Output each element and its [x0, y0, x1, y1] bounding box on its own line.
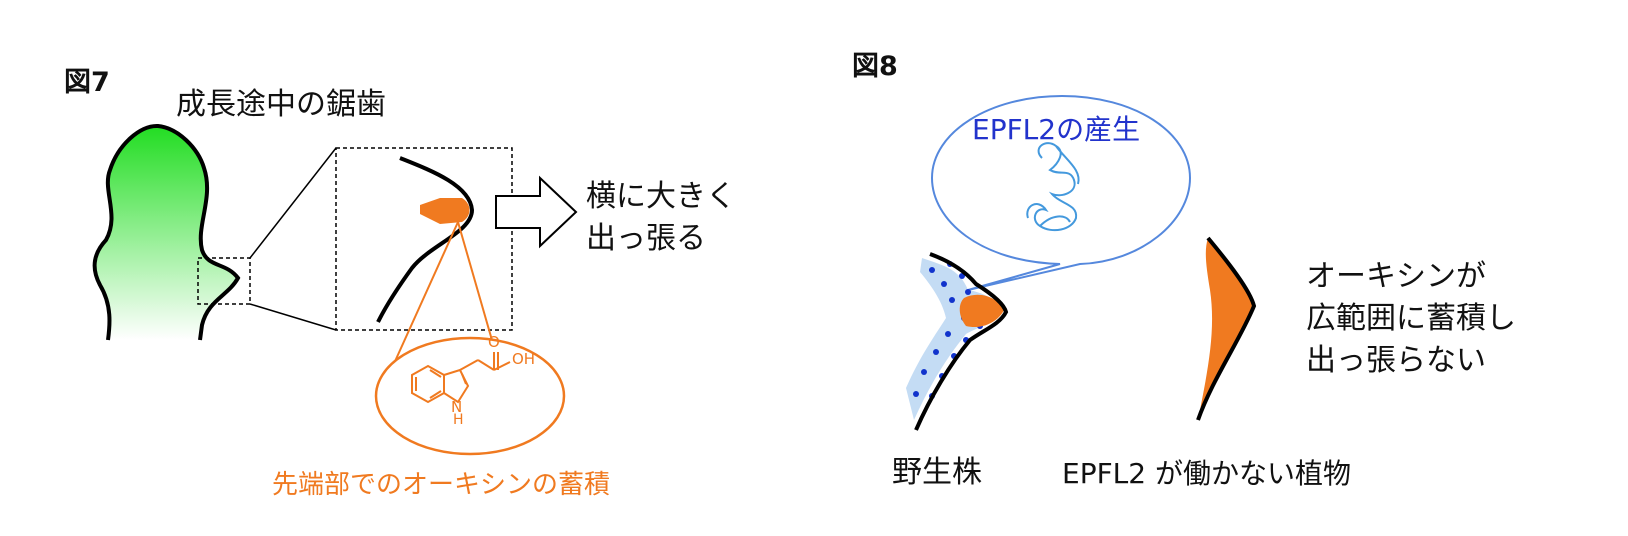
figure-8-title: 図8	[852, 51, 898, 82]
auxin-note-line3: 出っ張らない	[1306, 343, 1486, 378]
leaf-outline	[92, 124, 241, 341]
zoom-line-top	[249, 147, 337, 259]
auxin-tip-label: 先端部でのオーキシンの蓄積	[272, 470, 611, 500]
auxin-note-line1: オーキシンが	[1306, 259, 1486, 294]
figure-7-title: 図7	[64, 67, 110, 98]
auxin-note-line2: 広範囲に蓄積し	[1306, 301, 1516, 336]
epfl2-speech-bubble	[930, 94, 1192, 291]
callout-line-left	[391, 221, 459, 369]
protrude-label-line1: 横に大きく	[586, 179, 736, 214]
auxin-tip-blob	[420, 198, 470, 224]
zoom-line-bottom	[249, 303, 337, 331]
mutant-edge	[1196, 236, 1257, 421]
epfl2-protein-icon	[1026, 142, 1080, 232]
molecule-n-label: N	[451, 398, 463, 416]
wild-type-edge	[914, 252, 1009, 431]
wild-type-auxin-tip	[959, 294, 1004, 328]
epfl2-production-label: EPFL2の産生	[972, 113, 1141, 146]
zoom-detail-box	[335, 147, 513, 331]
growing-serration-label: 成長途中の鋸歯	[176, 87, 386, 122]
protrude-arrow	[495, 175, 578, 249]
mutant-label: EPFL2 が働かない植物	[1062, 457, 1351, 490]
growing-leaf	[94, 125, 238, 340]
serration-edge	[376, 156, 475, 323]
auxin-molecule-bubble	[374, 336, 566, 456]
auxin-molecule-structure	[411, 352, 511, 404]
mutant-auxin-zone	[1198, 238, 1254, 420]
wild-type-label: 野生株	[892, 455, 982, 490]
molecule-o-label: O	[488, 333, 500, 351]
wild-type-epfl2-zone	[906, 258, 1002, 420]
molecule-h-label: H	[453, 412, 464, 428]
molecule-oh-label: OH	[512, 350, 536, 368]
protrude-label-line2: 出っ張る	[586, 221, 706, 256]
